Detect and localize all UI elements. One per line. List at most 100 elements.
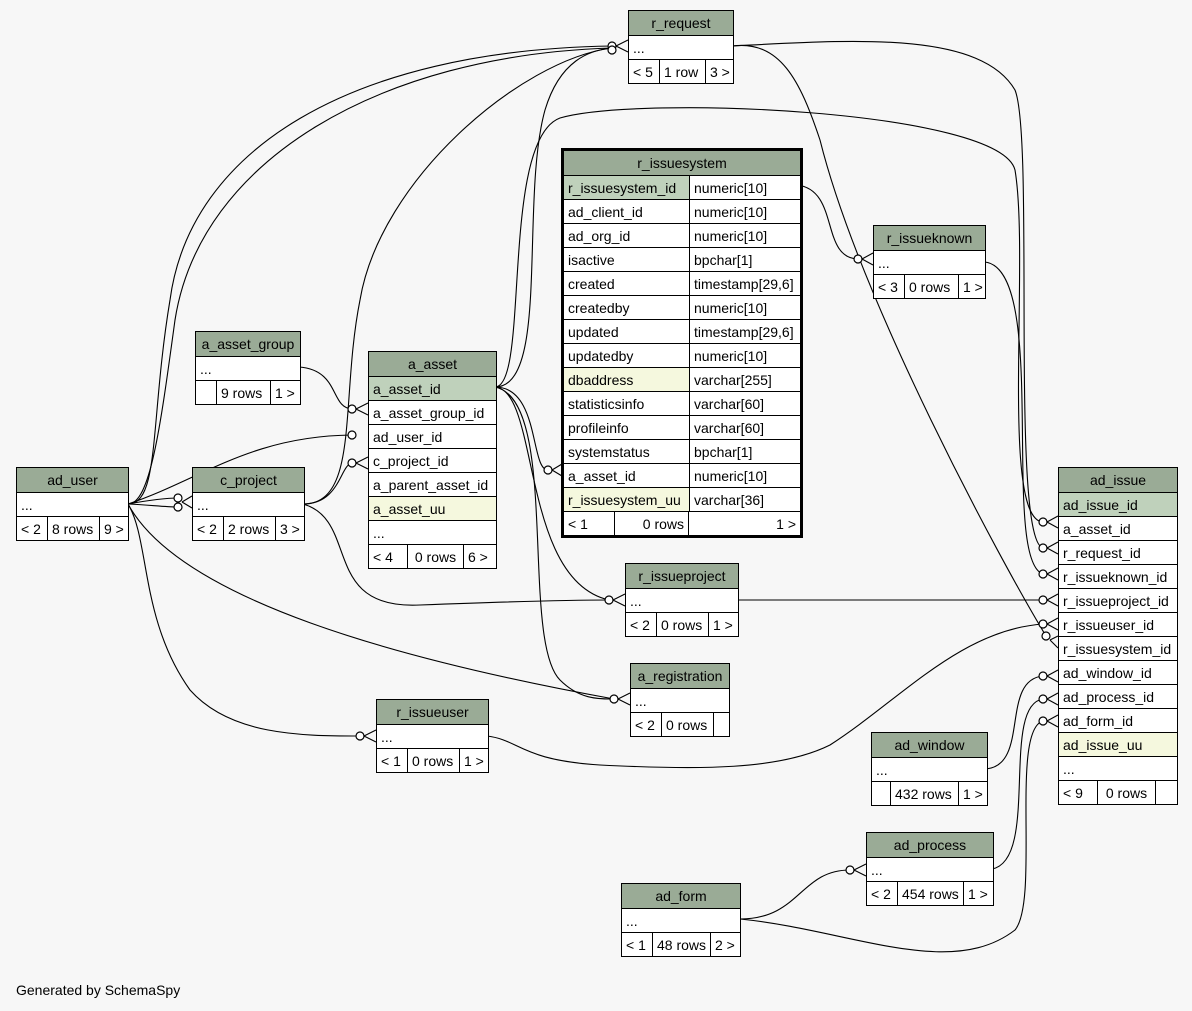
edge-c_project-r_issueproject: [302, 503, 610, 606]
table-a_asset_group[interactable]: a_asset_group ... 9 rows 1 >: [195, 331, 301, 405]
children-count[interactable]: 1 >: [963, 882, 993, 905]
table-c_project[interactable]: c_project ... < 2 2 rows 3 >: [192, 467, 305, 541]
parents-count[interactable]: < 3: [878, 279, 898, 295]
table-r_issueproject[interactable]: r_issueproject ... < 2 0 rows 1 >: [625, 563, 739, 637]
edge-ad_process-ad_issue: [991, 698, 1044, 870]
parents-count[interactable]: < 2: [635, 717, 655, 733]
row-count: 0 rows: [904, 275, 958, 298]
children-count[interactable]: 1 >: [958, 782, 987, 805]
children-count[interactable]: 9 >: [99, 517, 128, 540]
parents-count[interactable]: < 2: [871, 886, 891, 902]
column-row: r_issuesystem_id: [1063, 641, 1172, 657]
column-row: a_asset_id: [1063, 521, 1131, 537]
column-row: ad_process_id: [1063, 689, 1155, 705]
table-r_issueknown[interactable]: r_issueknown ... < 3 0 rows 1 >: [873, 225, 986, 299]
column-row: ...: [635, 693, 647, 709]
generated-by-credit: Generated by SchemaSpy: [16, 982, 181, 998]
column-name: systemstatus: [564, 440, 690, 463]
column-name: createdby: [564, 296, 690, 319]
children-count[interactable]: 1 >: [688, 512, 800, 535]
column-name: updated: [564, 320, 690, 343]
children-count[interactable]: 1 >: [459, 749, 488, 772]
column-type: timestamp[29,6]: [694, 276, 794, 292]
table-ad_process[interactable]: ad_process ... < 2 454 rows 1 >: [866, 832, 994, 906]
row-count: 0 rows: [661, 713, 713, 736]
children-count[interactable]: 1 >: [708, 613, 738, 636]
row-count: 432 rows: [890, 782, 958, 805]
column-name: ad_client_id: [564, 200, 690, 223]
parents-count[interactable]: < 2: [21, 521, 41, 537]
parents-count[interactable]: < 2: [197, 521, 217, 537]
column-row: r_issueproject_id: [1063, 593, 1169, 609]
column-row: ...: [197, 497, 209, 513]
table-ad_form[interactable]: ad_form ... < 1 48 rows 2 >: [621, 883, 741, 957]
children-count[interactable]: 6 >: [463, 545, 496, 568]
column-type: timestamp[29,6]: [694, 324, 794, 340]
parents-count[interactable]: < 1: [568, 516, 588, 532]
edge-r_issueuser-ad_issue: [486, 623, 1044, 769]
column-name: profileinfo: [564, 416, 690, 439]
table-r_request[interactable]: r_request ... < 5 1 row 3 >: [628, 10, 734, 84]
table-title: ad_process: [893, 837, 967, 853]
edge-r_issueknown-ad_issue: [984, 261, 1044, 575]
table-title: a_registration: [637, 668, 723, 684]
column-row: ad_user_id: [373, 429, 443, 445]
column-name: updatedby: [564, 344, 690, 367]
column-name: dbaddress: [564, 368, 690, 391]
edge-a_asset-ad_issue: [494, 107, 1044, 523]
children-count[interactable]: [713, 713, 729, 736]
table-title: r_issuesystem: [637, 155, 727, 171]
edge-ad_user-a_asset: [127, 434, 353, 505]
table-title: a_asset_group: [201, 336, 295, 352]
parents-count[interactable]: < 4: [373, 549, 393, 565]
table-a_asset[interactable]: a_asset a_asset_id a_asset_group_id ad_u…: [368, 351, 497, 569]
column-row: ...: [630, 593, 642, 609]
parents-count[interactable]: < 5: [633, 64, 653, 80]
column-type: varchar[36]: [694, 492, 765, 508]
table-title: r_issueproject: [638, 568, 726, 584]
children-count[interactable]: 2 >: [710, 933, 740, 956]
edge-a_asset-a_registration: [494, 386, 615, 700]
column-row: ...: [878, 255, 890, 271]
edge-ad_form-ad_process: [739, 869, 851, 920]
parents-count[interactable]: [196, 381, 216, 404]
edge-a_asset-r_issuesystem: [494, 386, 549, 471]
table-r_issueuser[interactable]: r_issueuser ... < 1 0 rows 1 >: [376, 699, 489, 773]
column-row: r_issueuser_id: [1063, 617, 1155, 633]
parents-count[interactable]: < 2: [630, 617, 650, 633]
edge-a_asset-r_issueproject: [494, 386, 610, 601]
children-count[interactable]: 3 >: [275, 517, 304, 540]
row-count: 0 rows: [656, 613, 708, 636]
parents-count[interactable]: < 1: [381, 753, 401, 769]
children-count[interactable]: 3 >: [705, 60, 733, 83]
column-row: ...: [200, 361, 212, 377]
children-count[interactable]: 1 >: [270, 381, 300, 404]
column-type: numeric[10]: [694, 204, 768, 220]
parents-count[interactable]: < 1: [626, 937, 646, 953]
table-ad_window[interactable]: ad_window ... 432 rows 1 >: [871, 732, 988, 806]
edge-a_asset_group-a_asset: [298, 366, 353, 410]
column-row: ...: [633, 40, 645, 56]
column-type: varchar[60]: [694, 396, 765, 412]
column-type: numeric[10]: [694, 228, 768, 244]
column-row: c_project_id: [373, 453, 449, 469]
column-row: a_parent_asset_id: [373, 477, 489, 493]
children-count[interactable]: 1 >: [958, 275, 985, 298]
children-count[interactable]: [1155, 781, 1177, 804]
parents-count[interactable]: < 9: [1063, 785, 1083, 801]
column-type: numeric[10]: [694, 300, 768, 316]
row-count: 48 rows: [652, 933, 710, 956]
parents-count[interactable]: [872, 782, 890, 805]
table-ad_user[interactable]: ad_user ... < 2 8 rows 9 >: [16, 467, 129, 541]
edge-ad_form-ad_issue: [739, 720, 1044, 953]
table-a_registration[interactable]: a_registration ... < 2 0 rows: [630, 663, 730, 737]
